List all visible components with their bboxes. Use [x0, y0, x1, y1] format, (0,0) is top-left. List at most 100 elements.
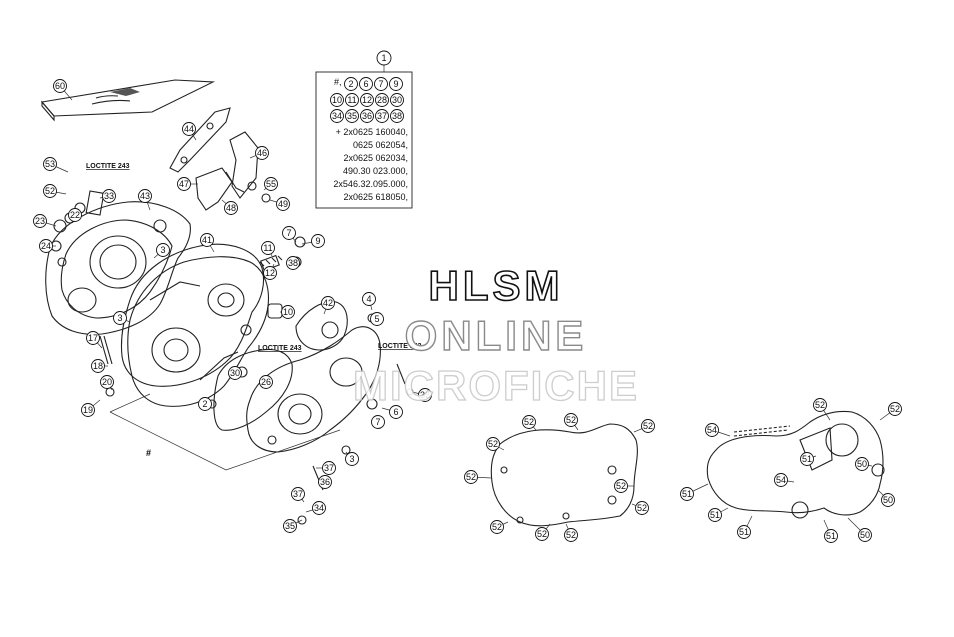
svg-text:2: 2 [348, 79, 353, 89]
svg-text:9: 9 [393, 79, 398, 89]
right-crankcase-half [246, 301, 381, 453]
svg-text:24: 24 [41, 241, 51, 251]
kit-hash-bracket [109, 393, 341, 471]
callout-37: 37 [322, 461, 336, 475]
svg-text:33: 33 [104, 191, 114, 201]
callout-26: 26 [259, 375, 273, 389]
svg-text:19: 19 [83, 405, 93, 415]
svg-text:51: 51 [802, 454, 812, 464]
callout-17: 17 [86, 331, 100, 345]
callout-52: 52 [564, 528, 578, 542]
svg-text:55: 55 [266, 179, 276, 189]
callout-6: 6 [389, 405, 403, 419]
callout-47: 47 [177, 177, 191, 191]
svg-text:28: 28 [377, 95, 387, 105]
loctite-note-right: LOCTITE 243 [378, 343, 422, 350]
kit-item-11: 11 [345, 93, 359, 107]
cover-gasket [120, 243, 265, 387]
callout-3: 3 [345, 452, 359, 466]
callout-2: 2 [198, 397, 212, 411]
svg-text:48: 48 [226, 203, 236, 213]
kit-item-30: 30 [390, 93, 404, 107]
callout-19: 19 [81, 403, 95, 417]
callout-52: 52 [490, 520, 504, 534]
callout-42: 42 [321, 296, 335, 310]
callout-52: 52 [43, 184, 57, 198]
callout-11: 11 [261, 241, 275, 255]
callout-9: 9 [311, 234, 325, 248]
callout-33: 33 [102, 189, 116, 203]
svg-text:51: 51 [710, 510, 720, 520]
center-gasket [213, 348, 293, 431]
callout-5: 5 [370, 312, 384, 326]
callout-34: 34 [312, 501, 326, 515]
svg-text:52: 52 [488, 439, 498, 449]
kit-item-6: 6 [359, 77, 373, 91]
kit-line: + 2x0625 160040, [336, 127, 408, 137]
callout-54: 54 [705, 423, 719, 437]
callout-55: 55 [264, 177, 278, 191]
svg-text:34: 34 [332, 111, 342, 121]
svg-text:37: 37 [324, 463, 334, 473]
callout-60: 60 [53, 79, 67, 93]
loctite-note-upper: LOCTITE 243 [86, 163, 130, 170]
callout-52: 52 [564, 413, 578, 427]
callout-50: 50 [858, 528, 872, 542]
kit-line: 490.30 023.000, [343, 166, 408, 176]
kit-hash-mark: # [146, 448, 151, 458]
callout-54: 54 [774, 473, 788, 487]
svg-text:38: 38 [392, 111, 402, 121]
callout-52: 52 [522, 415, 536, 429]
svg-text:6: 6 [363, 79, 368, 89]
svg-text:50: 50 [883, 495, 893, 505]
kit-header-hash: #, [334, 77, 342, 87]
kit-item-34: 34 [330, 109, 344, 123]
callout-52: 52 [535, 527, 549, 541]
kit-item-38: 38 [390, 109, 404, 123]
svg-text:34: 34 [314, 503, 324, 513]
callout-52: 52 [813, 398, 827, 412]
svg-text:51: 51 [739, 527, 749, 537]
callout-52: 52 [888, 402, 902, 416]
callout-4: 4 [362, 292, 376, 306]
svg-text:49: 49 [278, 199, 288, 209]
small-hardware [50, 181, 414, 525]
svg-text:44: 44 [184, 124, 194, 134]
callout-51: 51 [737, 525, 751, 539]
svg-text:37: 37 [293, 489, 303, 499]
svg-text:52: 52 [637, 503, 647, 513]
callout-22: 22 [68, 208, 82, 222]
svg-text:52: 52 [524, 417, 534, 427]
svg-text:51: 51 [682, 489, 692, 499]
svg-text:20: 20 [102, 377, 112, 387]
svg-text:12: 12 [362, 95, 372, 105]
svg-text:52: 52 [466, 472, 476, 482]
callout-12: 12 [263, 266, 277, 280]
svg-text:52: 52 [537, 529, 547, 539]
callout-35: 35 [283, 519, 297, 533]
kit-item-12: 12 [360, 93, 374, 107]
svg-text:30: 30 [392, 95, 402, 105]
kit-line: 0625 062054, [353, 140, 408, 150]
svg-text:32: 32 [420, 390, 430, 400]
callout-46: 46 [255, 146, 269, 160]
svg-text:52: 52 [492, 522, 502, 532]
kit-item-37: 37 [375, 109, 389, 123]
svg-text:60: 60 [55, 81, 65, 91]
svg-text:52: 52 [566, 415, 576, 425]
callout-32: 32 [418, 388, 432, 402]
kit-item-35: 35 [345, 109, 359, 123]
svg-text:52: 52 [643, 421, 653, 431]
svg-text:36: 36 [362, 111, 372, 121]
svg-text:6: 6 [393, 407, 398, 417]
svg-text:9: 9 [315, 236, 320, 246]
callout-51: 51 [680, 487, 694, 501]
svg-text:35: 35 [285, 521, 295, 531]
svg-text:30: 30 [230, 368, 240, 378]
callout-49: 49 [276, 197, 290, 211]
callout-50: 50 [881, 493, 895, 507]
callout-51: 51 [708, 508, 722, 522]
kit-item-36: 36 [360, 109, 374, 123]
